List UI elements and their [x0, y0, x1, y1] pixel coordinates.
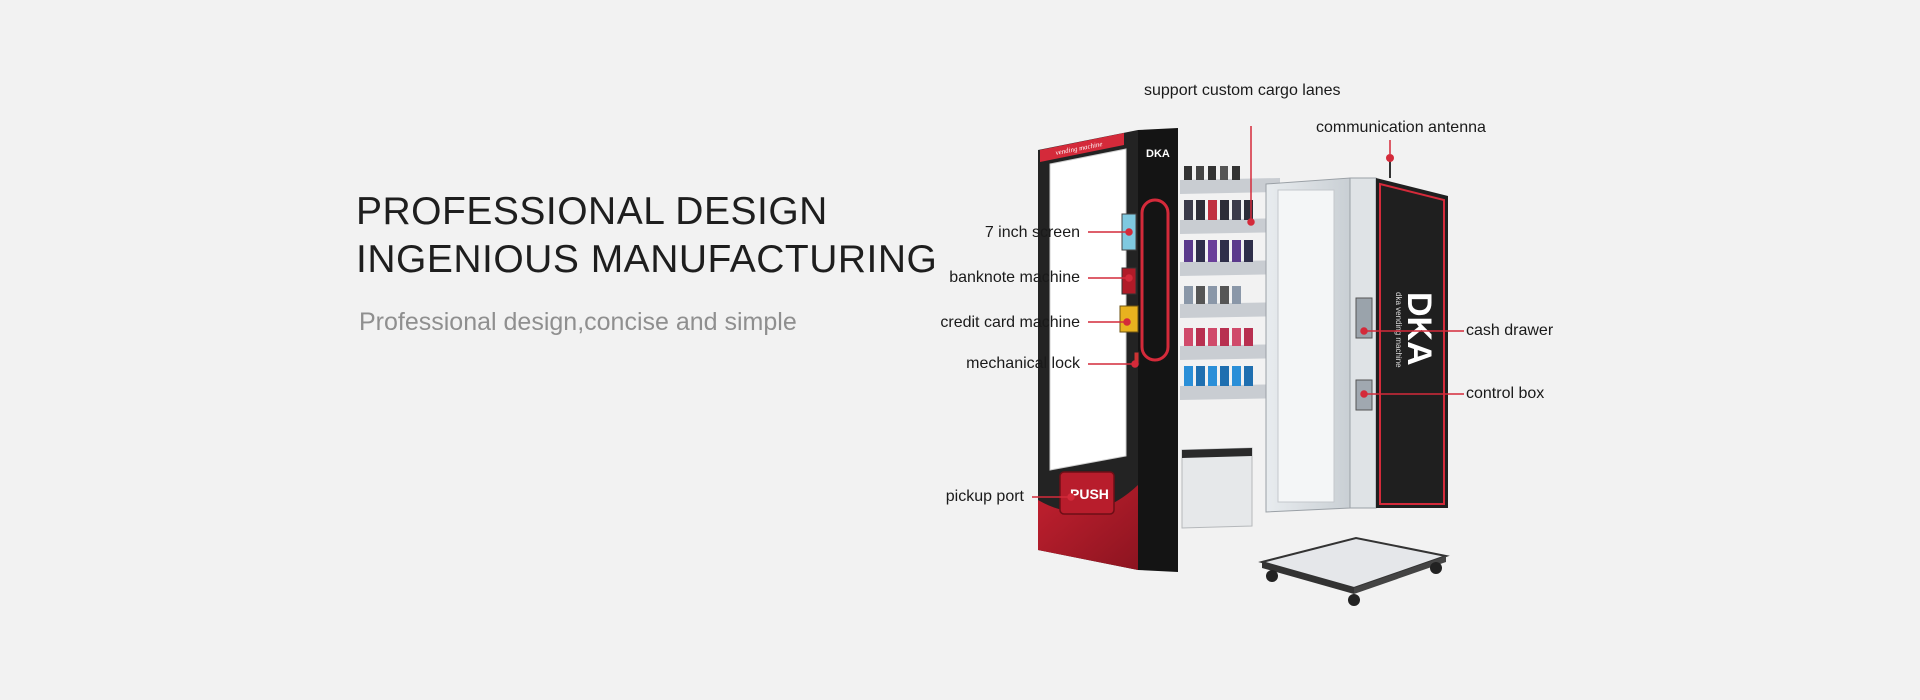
callout-cash-drawer: cash drawer — [1466, 322, 1554, 339]
door-window — [1049, 148, 1127, 471]
cabinet-side-panel — [1376, 178, 1448, 508]
callout-mechanical-lock: mechanical lock — [966, 355, 1080, 372]
door-brand: DKA — [1146, 148, 1170, 160]
callout-credit-card-machine: credit card machine — [940, 314, 1080, 331]
hero-subtitle: Professional design,concise and simple — [359, 308, 797, 336]
callout-support-custom-cargo-lanes: support custom cargo lanes — [1144, 82, 1341, 99]
pickup-port-push-text: PUSH — [1070, 486, 1109, 502]
cabinet-base — [1258, 536, 1450, 590]
hero-headline-line-1: PROFESSIONAL DESIGN — [356, 190, 828, 233]
product-shelves — [1180, 166, 1290, 400]
hero-headline-line-2: INGENIOUS MANUFACTURING — [356, 238, 938, 281]
pickup-bin — [1181, 447, 1253, 529]
vending-machine-drawing: vending machine DKA PUSH — [1032, 126, 1464, 606]
pickup-port-panel — [1059, 471, 1115, 515]
callout-communication-antenna: communication antenna — [1316, 119, 1486, 136]
wheel — [1430, 562, 1442, 574]
cabinet-frame — [1349, 177, 1377, 509]
callout-banknote-machine: banknote machine — [949, 269, 1080, 286]
wheel — [1348, 594, 1360, 606]
hero-headline: PROFESSIONAL DESIGN INGENIOUS MANUFACTUR… — [356, 188, 937, 284]
callout-control-box: control box — [1466, 385, 1545, 402]
hero-text-block: PROFESSIONAL DESIGN INGENIOUS MANUFACTUR… — [356, 188, 937, 284]
cash-drawer-unit — [1355, 297, 1373, 339]
door-edge-red-accent — [1140, 198, 1170, 362]
wheel — [1266, 570, 1278, 582]
callout-7-inch-screen: 7 inch screen — [984, 224, 1080, 241]
side-panel-tagline: dka vending machine — [1394, 292, 1403, 368]
door-banner — [1040, 133, 1124, 162]
callout-pickup-port: pickup port — [945, 488, 1024, 505]
side-panel-brand: DKA — [1400, 292, 1438, 366]
vending-machine-illustration: vending machine DKA PUSH — [880, 60, 1600, 620]
door-edge — [1138, 128, 1178, 572]
